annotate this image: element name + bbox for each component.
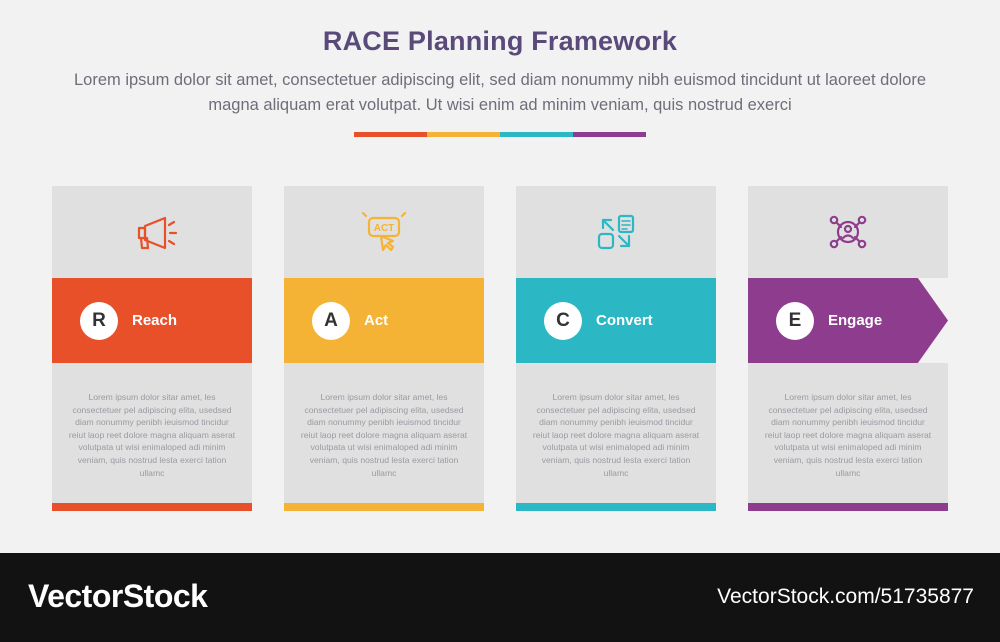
page-title: RACE Planning Framework [322, 26, 678, 56]
footer-asset-id: VectorStock.com/51735877 [717, 585, 974, 608]
card-act-label: Act [364, 312, 389, 329]
card-act-icon-area: ACT [284, 186, 484, 278]
card-reach-band: R Reach [52, 278, 252, 363]
race-cards: R Reach Lorem ipsum dolor sitar amet, le… [52, 186, 948, 516]
card-convert-footer-bar [516, 503, 716, 511]
card-convert-icon-area [516, 186, 716, 278]
card-reach-description: Lorem ipsum dolor sitar amet, les consec… [68, 392, 236, 478]
card-convert-description: Lorem ipsum dolor sitar amet, les consec… [532, 392, 700, 478]
card-engage-footer-bar [748, 503, 948, 511]
card-reach-icon-area [52, 186, 252, 278]
card-engage-description: Lorem ipsum dolor sitar amet, les consec… [764, 392, 932, 478]
card-convert-band: C Convert [516, 278, 716, 363]
card-reach[interactable]: R Reach Lorem ipsum dolor sitar amet, le… [52, 186, 252, 516]
card-reach-letter-badge: R [80, 301, 118, 340]
accent-rule [354, 132, 646, 137]
accent-rule-segment-3 [500, 132, 573, 137]
accent-rule-segment-1 [354, 132, 427, 137]
card-act-letter-badge: A [312, 301, 350, 340]
svg-text:ACT: ACT [374, 223, 395, 234]
footer-bar [0, 553, 1000, 642]
card-convert-label: Convert [596, 312, 653, 329]
card-reach-label: Reach [132, 312, 178, 329]
card-act-footer-bar [284, 503, 484, 511]
card-convert-letter-badge: C [544, 301, 582, 340]
megaphone-icon [125, 208, 179, 256]
card-act-description: Lorem ipsum dolor sitar amet, les consec… [300, 392, 468, 478]
page-subtitle: Lorem ipsum dolor sit amet, consectetuer… [73, 71, 927, 114]
card-engage-band: E Engage [748, 278, 948, 363]
card-engage-icon-area [748, 186, 948, 278]
card-engage-body: Lorem ipsum dolor sitar amet, les consec… [748, 363, 948, 503]
card-reach-body: Lorem ipsum dolor sitar amet, les consec… [52, 363, 252, 503]
card-reach-footer-bar [52, 503, 252, 511]
card-engage-letter-badge: E [776, 301, 814, 340]
accent-rule-segment-2 [427, 132, 500, 137]
card-engage-label: Engage [828, 312, 883, 329]
act-click-icon: ACT [357, 208, 411, 256]
card-act-band: A Act [284, 278, 484, 363]
card-engage[interactable]: E Engage Lorem ipsum dolor sitar amet, l… [748, 186, 948, 516]
card-act-body: Lorem ipsum dolor sitar amet, les consec… [284, 363, 484, 503]
accent-rule-segment-4 [573, 132, 646, 137]
card-act[interactable]: ACT A Act Lorem ipsum dolor sitar amet, … [284, 186, 484, 516]
convert-exchange-icon [589, 208, 643, 256]
card-convert-body: Lorem ipsum dolor sitar amet, les consec… [516, 363, 716, 503]
card-engage-arrow-shape [748, 278, 948, 363]
engage-network-icon [821, 208, 875, 256]
footer-brand: VectorStock [28, 578, 208, 614]
card-convert[interactable]: C Convert Lorem ipsum dolor sitar amet, … [516, 186, 716, 516]
